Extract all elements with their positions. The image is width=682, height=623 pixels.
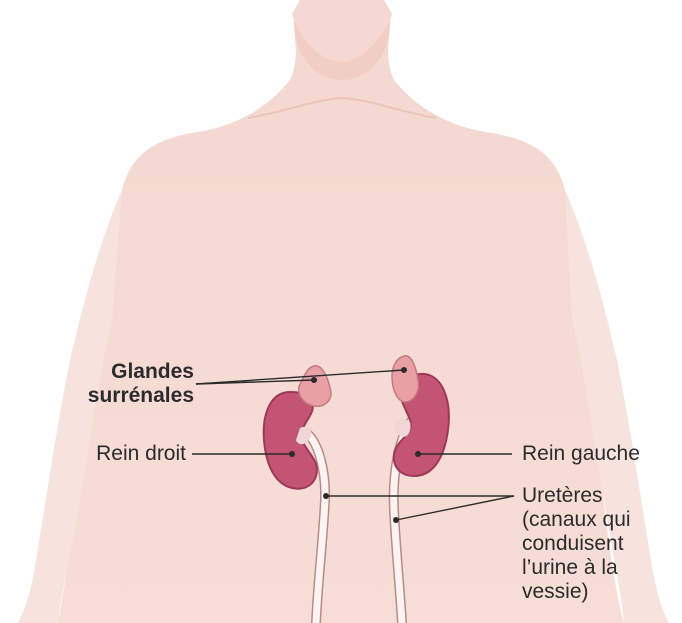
dot-left-adrenal	[401, 367, 407, 373]
dot-right-ureter	[323, 493, 329, 499]
ureters-label-line5: vessie)	[522, 580, 631, 604]
right-kidney-label: Rein droit	[40, 442, 186, 466]
left-kidney-label: Rein gauche	[522, 442, 640, 466]
ureters-label-line3: conduisent	[522, 532, 631, 556]
ureters-label-line1: Uretères	[522, 484, 631, 508]
adrenal-glands-label-line1: Glandes	[64, 360, 194, 384]
ureters-label-line4: l’urine à la	[522, 556, 631, 580]
dot-left-ureter	[393, 517, 399, 523]
adrenal-glands-label-line2: surrénales	[64, 384, 194, 408]
dot-right-adrenal	[311, 377, 317, 383]
adrenal-glands-label: Glandes surrénales	[64, 360, 194, 408]
dot-right-kidney	[289, 451, 295, 457]
ureters-label-line2: (canaux qui	[522, 508, 631, 532]
ureters-label: Uretères (canaux qui conduisent l’urine …	[522, 484, 631, 604]
dot-left-kidney	[415, 451, 421, 457]
